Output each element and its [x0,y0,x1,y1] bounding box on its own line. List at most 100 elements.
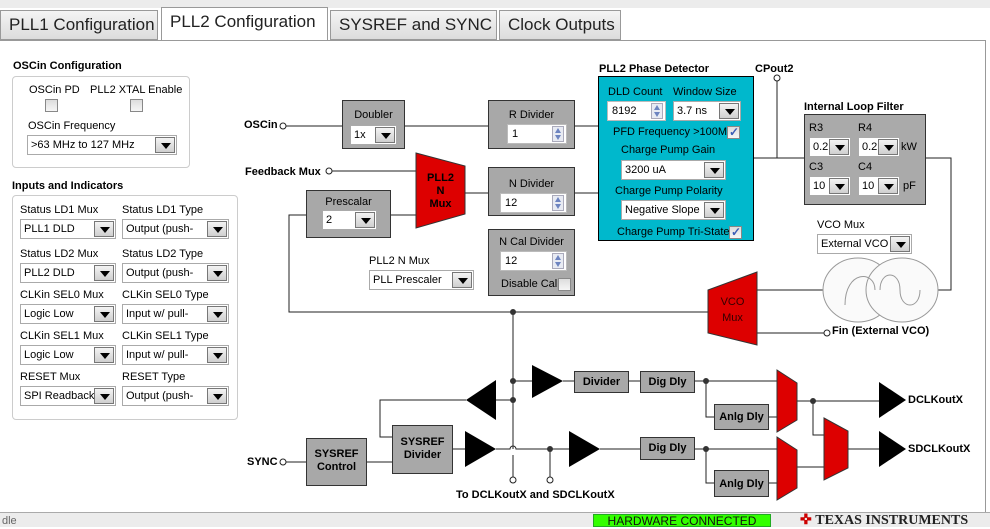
ti-logo: ✜ Texas Instruments [800,512,968,529]
c4-select[interactable]: 10 [858,176,900,196]
oscin-pd-checkbox[interactable] [45,99,58,112]
io-right-value: Input w/ pull- [126,308,189,320]
io-left-label: CLKin SEL1 Mux [20,330,104,342]
io-right-value: Input w/ pull- [126,349,189,361]
tab-pll2-configuration[interactable]: PLL2 Configuration [161,7,328,41]
hardware-connected-indicator: HARDWARE CONNECTED [593,514,771,528]
c3-select[interactable]: 10 [809,176,851,196]
chevron-down-icon [452,272,472,288]
cp-polarity-select[interactable]: Negative Slope [621,200,726,220]
doubler-value: 1x [354,129,366,141]
dig-dly-block-sdclk: Dig Dly [640,437,695,460]
oscin-port [279,122,287,130]
cp-polarity-label: Charge Pump Polarity [615,185,723,197]
junction-dot [510,397,516,403]
io-right-select[interactable]: Output (push- [122,219,229,239]
wire-vco-mux [757,289,824,334]
io-left-select[interactable]: SPI Readback [20,386,116,406]
io-left-select[interactable]: Logic Low [20,345,116,365]
status-text: dle [2,515,17,527]
window-size-value: 3.7 ns [677,105,707,117]
oscin-frequency-value: >63 MHz to 127 MHz [31,139,135,151]
io-left-select[interactable]: PLL1 DLD [20,219,116,239]
vco-mux-value: External VCO [821,238,889,250]
oscin-config-group [12,76,190,168]
io-right-label: Status LD1 Type [122,204,204,216]
io-right-value: Output (push- [126,223,194,235]
r3-select[interactable]: 0.2 [809,137,851,157]
tab-content-panel [0,40,986,512]
sdclkout-label: SDCLKoutX [908,443,971,455]
chevron-down-icon [94,306,114,322]
pfd-frequency-checkbox[interactable] [727,125,740,139]
oscin-frequency-select[interactable]: >63 MHz to 127 MHz [27,135,177,155]
chevron-down-icon [704,162,724,178]
r4-value: 0.2 [862,141,878,153]
vco-mux-block-label: VCO Mux [720,296,745,324]
window-size-label: Window Size [673,86,737,98]
cp-polarity-value: Negative Slope [625,204,700,216]
vco-mux-select[interactable]: External VCO [817,234,912,254]
spinner-arrows-icon[interactable] [552,126,564,142]
oscin-frequency-label: OSCin Frequency [28,120,116,132]
chevron-down-icon [94,265,114,281]
tab-clock-outputs[interactable]: Clock Outputs [499,10,621,40]
vco-mux-block [707,271,758,346]
dld-count-spinner[interactable]: 8192 [607,101,666,121]
wire-prescalar [288,214,710,313]
pll2-xtal-enable-checkbox[interactable] [130,99,143,112]
chevron-down-icon [207,388,227,404]
pll2-n-mux-select[interactable]: PLL Prescaler [369,270,474,290]
wire-cpout [754,81,804,159]
io-right-select[interactable]: Output (push- [122,386,229,406]
io-right-label: Status LD2 Type [122,248,204,260]
c3-value: 10 [813,180,826,192]
n-divider-value: 12 [505,197,518,209]
fin-label: Fin (External VCO) [832,325,930,337]
cp-tristate-checkbox[interactable] [729,225,742,239]
n-divider-spinner[interactable]: 12 [500,193,567,213]
chevron-down-icon [829,139,849,155]
oscin-label: OSCin [244,119,278,131]
anlg-dly-label: Anlg Dly [719,478,764,490]
junction-dot [703,378,709,384]
spinner-arrows-icon[interactable] [651,103,663,119]
io-left-value: Logic Low [24,308,74,320]
feedback-mux-label: Feedback Mux [245,166,321,178]
tab-sysref-and-sync[interactable]: SYSREF and SYNC [330,10,497,40]
spinner-arrows-icon[interactable] [552,195,564,211]
sysref-control-label: SYSREF Control [314,448,359,473]
io-right-value: Output (push- [126,267,194,279]
chevron-down-icon [94,388,114,404]
r-divider-spinner[interactable]: 1 [507,124,567,144]
io-left-value: PLL2 DLD [24,267,75,279]
window-size-select[interactable]: 3.7 ns [673,101,741,121]
dclk-mux [776,369,798,433]
tab-pll1-configuration[interactable]: PLL1 Configuration [0,10,158,40]
wire-dclk [513,380,777,418]
chevron-down-icon [890,236,910,252]
prescalar-select[interactable]: 2 [322,210,377,230]
chevron-down-icon [355,212,375,228]
cp-tristate-label: Charge Pump Tri-State [617,226,730,238]
wire-sync [286,445,777,484]
io-left-select[interactable]: Logic Low [20,304,116,324]
chevron-down-icon [94,347,114,363]
io-right-select[interactable]: Input w/ pull- [122,304,229,324]
sync-port [279,458,287,466]
disable-cal-checkbox[interactable] [558,278,571,291]
r4-select[interactable]: 0.2 [858,137,900,157]
prescalar-label: Prescalar [325,196,372,208]
doubler-select[interactable]: 1x [350,125,397,145]
r3-label: R3 [809,122,824,134]
cp-gain-select[interactable]: 3200 uA [621,160,726,180]
io-right-select[interactable]: Input w/ pull- [122,345,229,365]
io-left-select[interactable]: PLL2 DLD [20,263,116,283]
junction-dot [703,446,709,452]
spinner-arrows-icon[interactable] [552,253,564,269]
pll2-n-mux-block [415,152,466,229]
oscin-pd-label: OSCin PD [29,84,80,96]
io-right-select[interactable]: Output (push- [122,263,229,283]
n-cal-divider-spinner[interactable]: 12 [500,251,567,271]
c-unit-label: pF [903,180,916,192]
